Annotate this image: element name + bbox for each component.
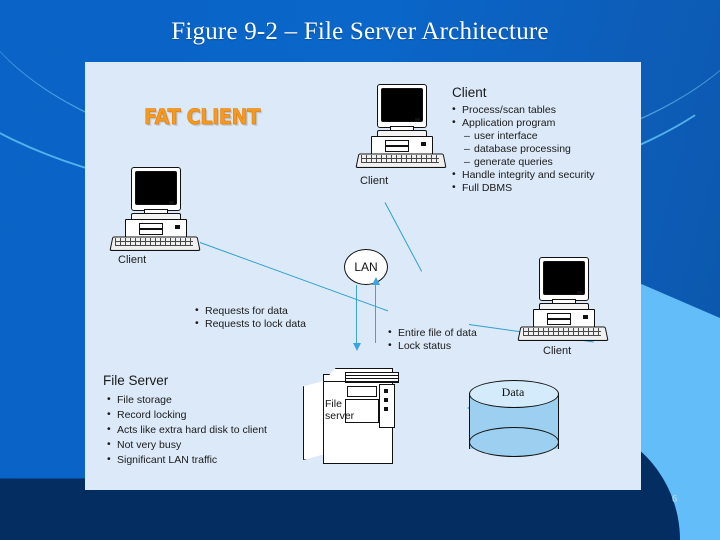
data-store-label: Data: [501, 385, 525, 399]
system-unit-led: [583, 315, 588, 319]
list-item: Acts like extra hard disk to client: [107, 422, 267, 438]
list-item: Handle integrity and security: [452, 168, 595, 182]
drive-slot-a: [385, 140, 409, 146]
drive-slot-b: [385, 146, 409, 152]
drive-slot-b: [139, 229, 163, 235]
list-item: Entire file of data: [388, 326, 477, 340]
request-flow-labels: Requests for data Requests to lock data: [195, 304, 306, 331]
list-item: File storage: [107, 392, 267, 408]
client-label-top: Client: [360, 175, 389, 187]
client-panel-bullets: Process/scan tables Application program …: [452, 103, 595, 195]
arrow-lan-to-server: [353, 285, 361, 351]
client-computer-left: [107, 167, 201, 253]
keyboard-keys: [523, 328, 601, 336]
list-item: Requests for data: [195, 304, 306, 318]
file-server-tower: File server: [303, 368, 399, 464]
keyboard-keys: [361, 155, 439, 163]
system-unit-led: [175, 225, 180, 229]
tower-drive-bay: [345, 399, 379, 423]
file-server-panel-bullets: File storage Record locking Acts like ex…: [107, 392, 267, 468]
client-panel-heading: Client: [452, 85, 487, 100]
list-item: Not very busy: [107, 437, 267, 453]
file-server-tower-label: File server: [325, 398, 355, 422]
monitor-screen: [381, 88, 423, 122]
monitor-power-led: [169, 201, 174, 205]
file-server-panel-heading: File Server: [103, 373, 169, 388]
drive-slot-b: [547, 319, 571, 325]
monitor-screen: [543, 261, 585, 295]
list-item: database processing: [452, 143, 595, 156]
wire-top-client-to-lan: [384, 202, 423, 272]
client-computer-right: [515, 257, 609, 343]
monitor-power-led: [415, 118, 420, 122]
tower-indicator-1: [384, 389, 388, 393]
page-title: Figure 9-2 – File Server Architecture: [171, 18, 549, 45]
client-computer-top: [353, 84, 447, 170]
cylinder-top: [469, 380, 559, 408]
system-unit-led: [421, 142, 426, 146]
page-number: 6: [672, 494, 677, 505]
list-item: Significant LAN traffic: [107, 452, 267, 468]
client-label-left: Client: [118, 254, 147, 266]
cylinder-bottom: [469, 427, 559, 457]
tower-indicator-2: [384, 398, 388, 402]
client-label-right: Client: [543, 345, 572, 357]
keyboard-keys: [115, 238, 193, 246]
tower-vents: [345, 372, 399, 383]
list-item: Process/scan tables: [452, 103, 595, 117]
list-item: Record locking: [107, 407, 267, 423]
lan-node: LAN: [344, 249, 388, 285]
arrow-server-to-lan: [372, 277, 380, 343]
list-item: Lock status: [388, 339, 477, 353]
drive-slot-a: [139, 223, 163, 229]
response-flow-labels: Entire file of data Lock status: [388, 326, 477, 353]
fat-client-wordart: FAT CLIENT: [144, 105, 261, 130]
tower-indicator-3: [384, 407, 388, 411]
drive-slot-a: [547, 313, 571, 319]
list-item: Requests to lock data: [195, 317, 306, 331]
diagram-panel: FAT CLIENT Client: [85, 62, 641, 490]
tower-control-panel: [379, 384, 395, 428]
list-item: user interface: [452, 130, 595, 143]
list-item: Full DBMS: [452, 181, 595, 195]
monitor-screen: [135, 171, 177, 205]
list-item: generate queries: [452, 156, 595, 169]
tower-optical-drive: [347, 386, 377, 397]
list-item: Application program: [452, 116, 595, 130]
monitor-power-led: [577, 291, 582, 295]
data-store-cylinder: Data: [469, 380, 559, 460]
